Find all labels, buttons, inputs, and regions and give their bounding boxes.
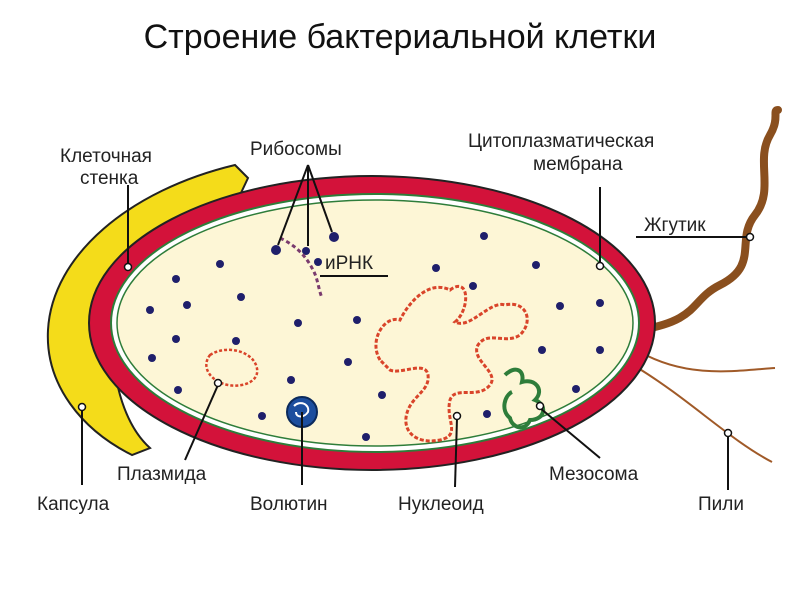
ribosome xyxy=(556,302,564,310)
ribosome xyxy=(362,433,370,441)
ribosome xyxy=(596,299,604,307)
ribosome xyxy=(146,306,154,314)
label-flagellum: Жгутик xyxy=(644,215,706,236)
ribosome xyxy=(183,301,191,309)
mesosome xyxy=(502,367,546,430)
pilus xyxy=(639,351,776,373)
label-mesosome: Мезосома xyxy=(549,464,639,485)
ribosome xyxy=(172,335,180,343)
ribosome xyxy=(432,264,440,272)
flagellum xyxy=(636,106,782,334)
pilus xyxy=(637,367,773,463)
label-ribosomes: Рибосомы xyxy=(250,139,342,160)
ribosome xyxy=(148,354,156,362)
label-cell-wall-line2: стенка xyxy=(80,168,139,189)
ribosome xyxy=(532,261,540,269)
label-volutin: Волютин xyxy=(250,494,328,515)
page-title: Строение бактериальной клетки xyxy=(143,18,657,56)
mrna-strand xyxy=(279,236,324,299)
ribosome xyxy=(596,346,604,354)
ribosome xyxy=(172,275,180,283)
ribosome xyxy=(538,346,546,354)
ribosome xyxy=(258,412,266,420)
ribosome xyxy=(469,282,477,290)
nucleoid xyxy=(374,285,529,443)
ribosome xyxy=(294,319,302,327)
ribosome xyxy=(329,232,339,242)
ribosome xyxy=(572,385,580,393)
ribosome xyxy=(216,260,224,268)
ribosome xyxy=(480,232,488,240)
label-pili: Пили xyxy=(698,494,744,515)
ribosome xyxy=(483,410,491,418)
ribosome xyxy=(378,391,386,399)
ribosome xyxy=(353,316,361,324)
ribosome xyxy=(302,247,310,255)
ribosome xyxy=(314,258,322,266)
ribosome xyxy=(232,337,240,345)
plasmid xyxy=(205,348,259,387)
label-mrna: иРНК xyxy=(325,253,373,274)
ribosome xyxy=(287,376,295,384)
cytoplasm xyxy=(116,199,634,447)
label-capsule: Капсула xyxy=(37,494,110,515)
label-nucleoid: Нуклеоид xyxy=(398,494,484,515)
ribosome xyxy=(344,358,352,366)
label-cell-wall-line1: Клеточная xyxy=(60,146,152,167)
ribosome xyxy=(271,245,281,255)
label-membrane-line2: мембрана xyxy=(533,154,623,175)
leader-dots xyxy=(77,232,755,438)
ribosome xyxy=(237,293,245,301)
leader-lines xyxy=(81,164,750,490)
ribosome xyxy=(174,386,182,394)
label-plasmid: Плазмида xyxy=(117,464,207,485)
label-membrane-line1: Цитоплазматическая xyxy=(468,131,654,152)
ribosomes xyxy=(146,232,604,441)
mesosome-inner xyxy=(509,380,529,411)
volutin-highlight xyxy=(293,402,310,418)
